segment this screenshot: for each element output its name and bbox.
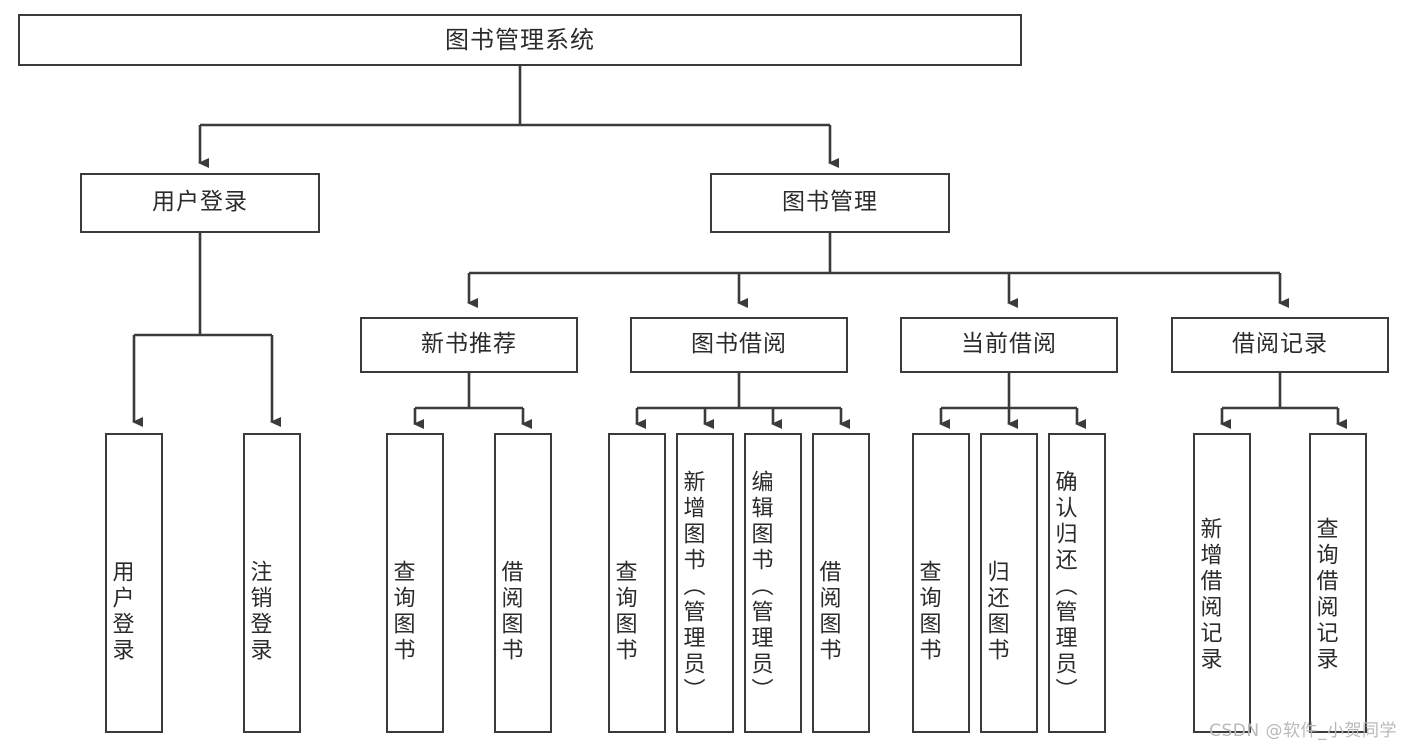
node-label: 注销登录 bbox=[246, 560, 272, 664]
node-label: 归还图书 bbox=[983, 560, 1009, 664]
node-label: 新增图书（管理员） bbox=[679, 470, 705, 704]
node-root-book-management-system[interactable]: 图书管理系统 bbox=[18, 14, 1022, 66]
leaf-borrow-edit-book-admin[interactable]: 编辑图书（管理员） bbox=[744, 433, 802, 733]
node-label: 新书推荐 bbox=[421, 331, 517, 358]
node-label: 图书借阅 bbox=[691, 331, 787, 358]
node-label: 查询图书 bbox=[389, 560, 415, 664]
leaf-recommend-borrow-book[interactable]: 借阅图书 bbox=[494, 433, 552, 733]
node-label: 借阅记录 bbox=[1232, 331, 1328, 358]
node-label: 确认归还（管理员） bbox=[1051, 470, 1077, 704]
node-label: 借阅图书 bbox=[497, 560, 523, 664]
node-user-login[interactable]: 用户登录 bbox=[80, 173, 320, 233]
leaf-current-confirm-return-admin[interactable]: 确认归还（管理员） bbox=[1048, 433, 1106, 733]
node-label: 用户登录 bbox=[152, 189, 248, 216]
node-label: 用户登录 bbox=[108, 560, 134, 664]
node-borrow-record[interactable]: 借阅记录 bbox=[1171, 317, 1389, 373]
node-label: 新增借阅记录 bbox=[1196, 517, 1222, 673]
node-current-borrow[interactable]: 当前借阅 bbox=[900, 317, 1118, 373]
node-label: 编辑图书（管理员） bbox=[747, 470, 773, 704]
node-label: 借阅图书 bbox=[815, 560, 841, 664]
leaf-borrow-query-book[interactable]: 查询图书 bbox=[608, 433, 666, 733]
leaf-borrow-borrow-book[interactable]: 借阅图书 bbox=[812, 433, 870, 733]
node-label: 查询图书 bbox=[611, 560, 637, 664]
node-label: 查询图书 bbox=[915, 560, 941, 664]
node-book-borrow[interactable]: 图书借阅 bbox=[630, 317, 848, 373]
node-label: 图书管理 bbox=[782, 189, 878, 216]
leaf-current-return-book[interactable]: 归还图书 bbox=[980, 433, 1038, 733]
watermark: CSDN @软件_小贺同学 bbox=[1209, 721, 1397, 741]
leaf-borrow-add-book-admin[interactable]: 新增图书（管理员） bbox=[676, 433, 734, 733]
leaf-user-login[interactable]: 用户登录 bbox=[105, 433, 163, 733]
leaf-recommend-query-book[interactable]: 查询图书 bbox=[386, 433, 444, 733]
node-label: 查询借阅记录 bbox=[1312, 517, 1338, 673]
node-label: 当前借阅 bbox=[961, 331, 1057, 358]
leaf-user-logout[interactable]: 注销登录 bbox=[243, 433, 301, 733]
leaf-record-query-borrow-record[interactable]: 查询借阅记录 bbox=[1309, 433, 1367, 733]
leaf-record-add-borrow-record[interactable]: 新增借阅记录 bbox=[1193, 433, 1251, 733]
node-label: 图书管理系统 bbox=[445, 25, 595, 54]
leaf-current-query-book[interactable]: 查询图书 bbox=[912, 433, 970, 733]
node-new-book-recommend[interactable]: 新书推荐 bbox=[360, 317, 578, 373]
node-book-management[interactable]: 图书管理 bbox=[710, 173, 950, 233]
